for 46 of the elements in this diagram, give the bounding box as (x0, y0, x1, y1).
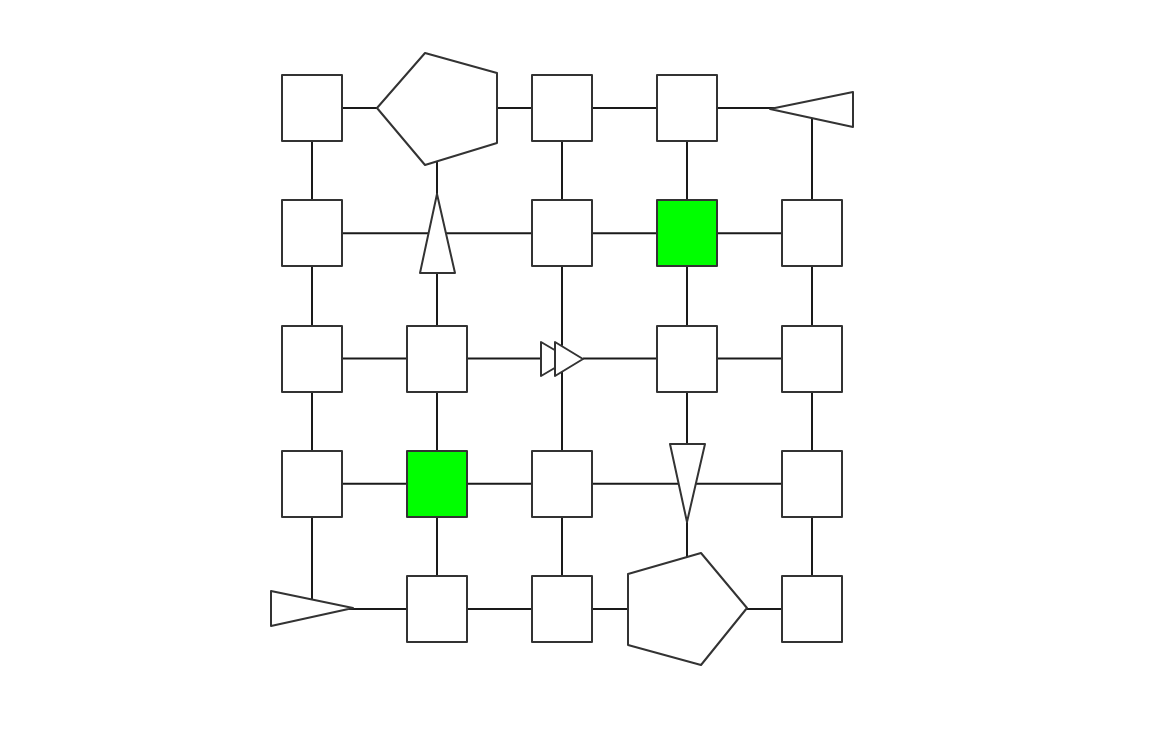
triangle-node (271, 591, 353, 626)
connector-line (436, 160, 438, 196)
square-node (782, 450, 842, 517)
square-node (657, 325, 717, 392)
triangle-node (670, 443, 705, 522)
triangle-node (770, 92, 853, 127)
square-node (282, 325, 342, 392)
square-node (782, 200, 842, 267)
connector-line (561, 140, 563, 202)
square-node (407, 576, 467, 642)
connector-line (561, 265, 563, 347)
connector-line (311, 140, 313, 202)
square-node (532, 450, 592, 517)
square-node (657, 200, 717, 267)
pentagon-node (628, 553, 747, 665)
connector-line (686, 140, 688, 202)
connector-line (811, 265, 813, 327)
connector-line (311, 515, 313, 601)
connector-line (561, 515, 563, 577)
pentagon-node (377, 53, 497, 165)
connector-line (745, 608, 783, 610)
connector-line (436, 515, 438, 577)
triangle-node (541, 341, 583, 376)
triangle-node (420, 194, 455, 274)
connector-line (436, 272, 438, 327)
connector-line (686, 390, 688, 445)
square-node (407, 450, 467, 517)
connector-line (811, 117, 813, 202)
square-node (532, 576, 592, 642)
connector-line (811, 515, 813, 577)
square-node (657, 75, 717, 141)
connector-line (811, 390, 813, 452)
square-node (282, 200, 342, 267)
square-node (532, 200, 592, 267)
square-node (282, 75, 342, 141)
connector-line (311, 390, 313, 452)
connector-line (582, 357, 658, 360)
square-node (282, 450, 342, 517)
square-node (782, 576, 842, 642)
connector-line (436, 390, 438, 452)
connector-line (311, 265, 313, 327)
connector-line (686, 265, 688, 327)
square-node (782, 325, 842, 392)
square-node (532, 75, 592, 141)
square-node (407, 325, 467, 392)
connector-line (561, 370, 563, 452)
